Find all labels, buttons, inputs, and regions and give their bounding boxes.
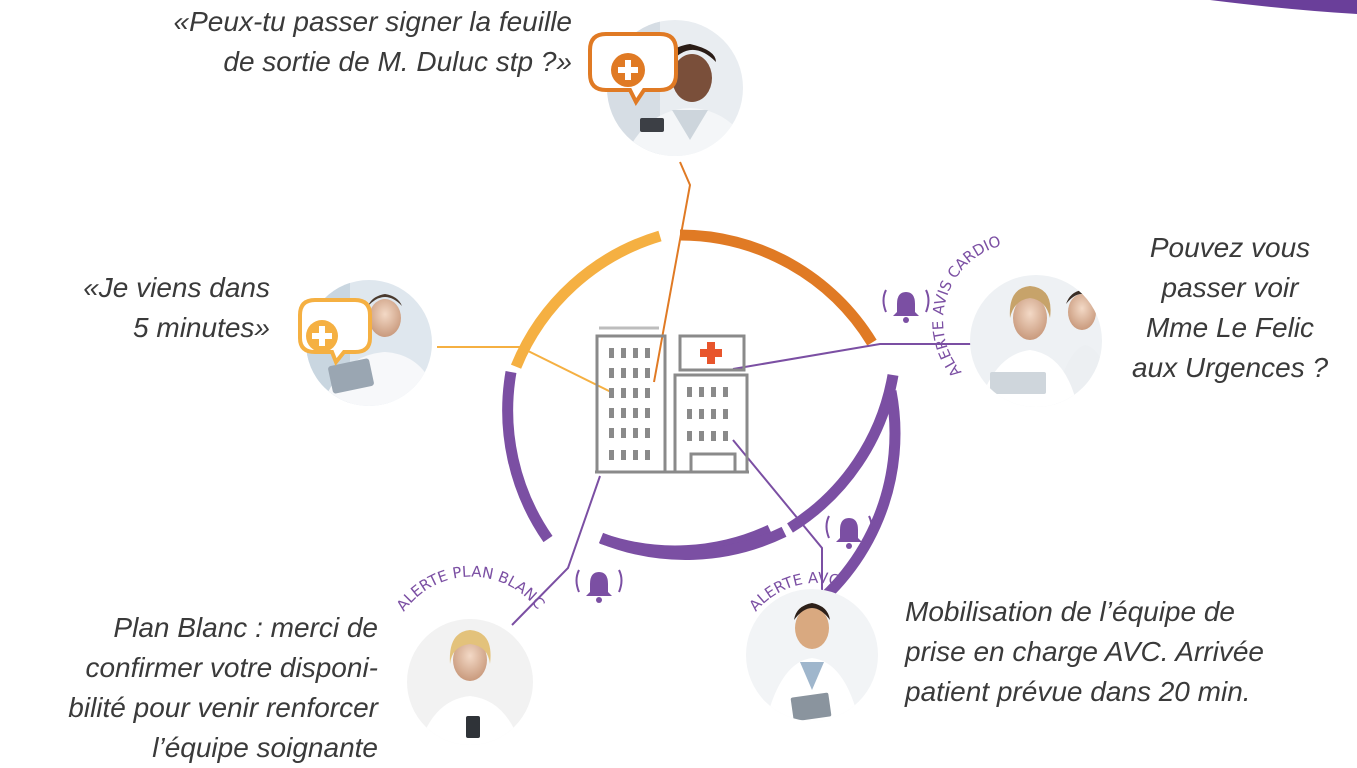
connector-top (653, 161, 692, 383)
connector-bottom-left (511, 475, 601, 626)
ring-arc-purple-right-2 (787, 374, 899, 533)
photo-nurse-bottom-left (407, 619, 533, 745)
connector-bottom-right (732, 439, 823, 600)
ring-arc-yellow (510, 230, 662, 369)
ringing-bell-icon-right (882, 289, 930, 323)
message-bottom-right: Mobilisation de l’équipe de prise en cha… (905, 596, 1264, 707)
message-bottom-left: Plan Blanc : merci de confirmer votre di… (68, 612, 378, 763)
ring-arc-purple-bottom-2 (598, 526, 787, 560)
ring-arc-purple-left (502, 371, 553, 543)
corner-decoration (1210, 0, 1357, 14)
building-windows (609, 348, 728, 460)
photo-doctors-right (970, 275, 1102, 407)
message-top: «Peux-tu passer signer la feuille de sor… (173, 6, 572, 77)
photo-doctor-bottom-right (746, 589, 878, 721)
hospital-building-icon (595, 326, 749, 474)
ringing-bell-icon-bottom-left (575, 569, 623, 603)
alert-label-plan-blanc: ALERTE PLAN BLANC (393, 563, 549, 615)
connector-left (437, 346, 612, 393)
hospital-cross-icon (700, 342, 722, 364)
chat-bubble-plus-icon-left (298, 298, 372, 366)
status-ring (502, 229, 901, 622)
ringing-bell-icon-bottom-right (825, 515, 873, 549)
connector-right (732, 343, 980, 370)
ring-arc-orange (679, 229, 877, 346)
message-left: «Je viens dans 5 minutes» (83, 272, 270, 343)
connectors (437, 161, 980, 626)
message-right: Pouvez vous passer voir Mme Le Felic aux… (1131, 232, 1329, 383)
chat-bubble-plus-icon (588, 32, 678, 106)
